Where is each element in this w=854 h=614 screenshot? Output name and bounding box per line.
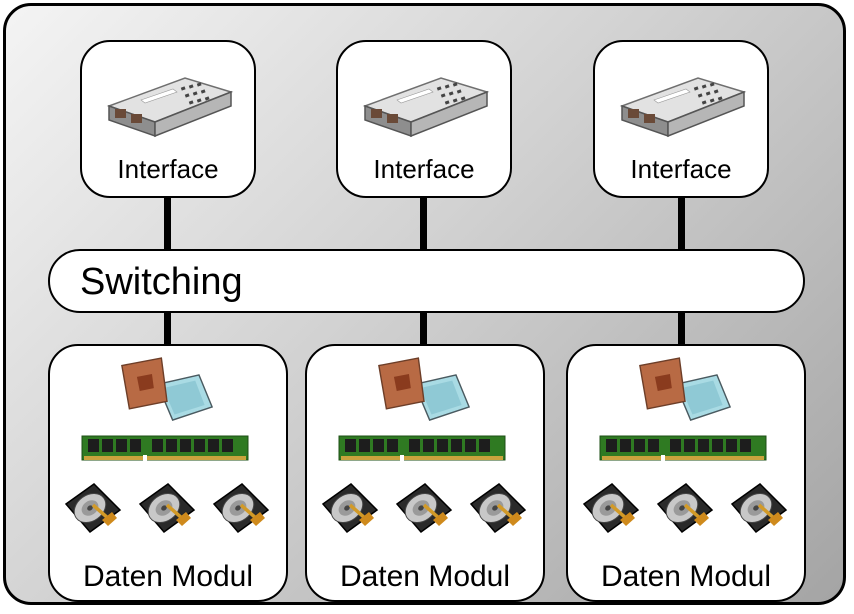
- transceiver-module-icon: [103, 70, 237, 140]
- interface-label: Interface: [630, 154, 732, 184]
- hard-disk-icon: [319, 482, 379, 534]
- module-label: Daten Modul: [82, 560, 254, 593]
- cpu-chip-icon: [377, 356, 471, 424]
- cpu-chip-icon: [120, 356, 214, 424]
- hard-disk-icon: [210, 482, 270, 534]
- connector-line: [678, 312, 685, 345]
- connector-line: [164, 197, 171, 250]
- cpu-chip-icon: [638, 356, 732, 424]
- interface-node: Interface: [593, 40, 769, 198]
- hard-disk-icon: [580, 482, 640, 534]
- ram-module-icon: [337, 430, 507, 466]
- ram-module-icon: [80, 430, 250, 466]
- switching-bar: Switching: [48, 249, 805, 313]
- connector-line: [420, 197, 427, 250]
- hard-disk-icon: [654, 482, 714, 534]
- data-module-node: Daten Modul: [566, 344, 806, 602]
- hard-disk-icon: [393, 482, 453, 534]
- hard-disk-icon: [467, 482, 527, 534]
- transceiver-module-icon: [616, 70, 750, 140]
- interface-label: Interface: [373, 154, 475, 184]
- hard-disk-icon: [62, 482, 122, 534]
- switching-label: Switching: [80, 261, 243, 303]
- hard-disk-icon: [136, 482, 196, 534]
- connector-line: [420, 312, 427, 345]
- ram-module-icon: [598, 430, 768, 466]
- transceiver-module-icon: [359, 70, 493, 140]
- module-label: Daten Modul: [600, 560, 772, 593]
- interface-label: Interface: [117, 154, 219, 184]
- data-module-node: Daten Modul: [305, 344, 545, 602]
- data-module-node: Daten Modul: [48, 344, 288, 602]
- interface-node: Interface: [80, 40, 256, 198]
- connector-line: [678, 197, 685, 250]
- module-label: Daten Modul: [339, 560, 511, 593]
- hard-disk-icon: [728, 482, 788, 534]
- connector-line: [164, 312, 171, 345]
- interface-node: Interface: [336, 40, 512, 198]
